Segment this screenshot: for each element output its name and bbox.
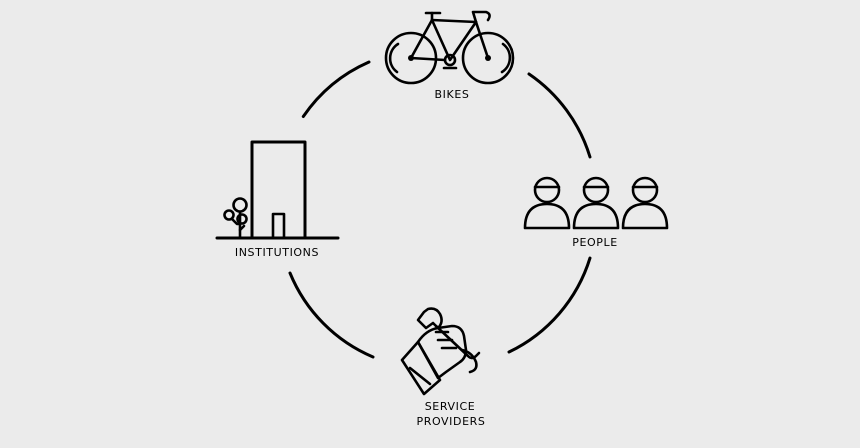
people-node: PEOPLE [523,176,669,249]
service-providers-node: SERVICE PROVIDERS [400,307,486,428]
bikes-label: BIKES [435,88,470,101]
institutions-node: INSTITUTIONS [215,140,340,259]
building-icon [215,140,340,240]
bikes-node: BIKES [384,10,515,101]
service-providers-label-line1: SERVICE [425,400,476,413]
wrench-hand-icon [400,307,481,396]
service-providers-label-line2: PROVIDERS [417,415,486,428]
arc-people-to-service [507,256,592,354]
bicycle-icon [384,10,515,85]
arc-service-to-institutions [288,271,375,359]
institutions-label: INSTITUTIONS [235,246,319,259]
arc-bikes-to-people [527,72,592,159]
people-label: PEOPLE [572,236,618,249]
cycle-arcs [288,60,592,359]
people-icon [523,176,669,230]
arc-institutions-to-bikes [301,60,371,118]
